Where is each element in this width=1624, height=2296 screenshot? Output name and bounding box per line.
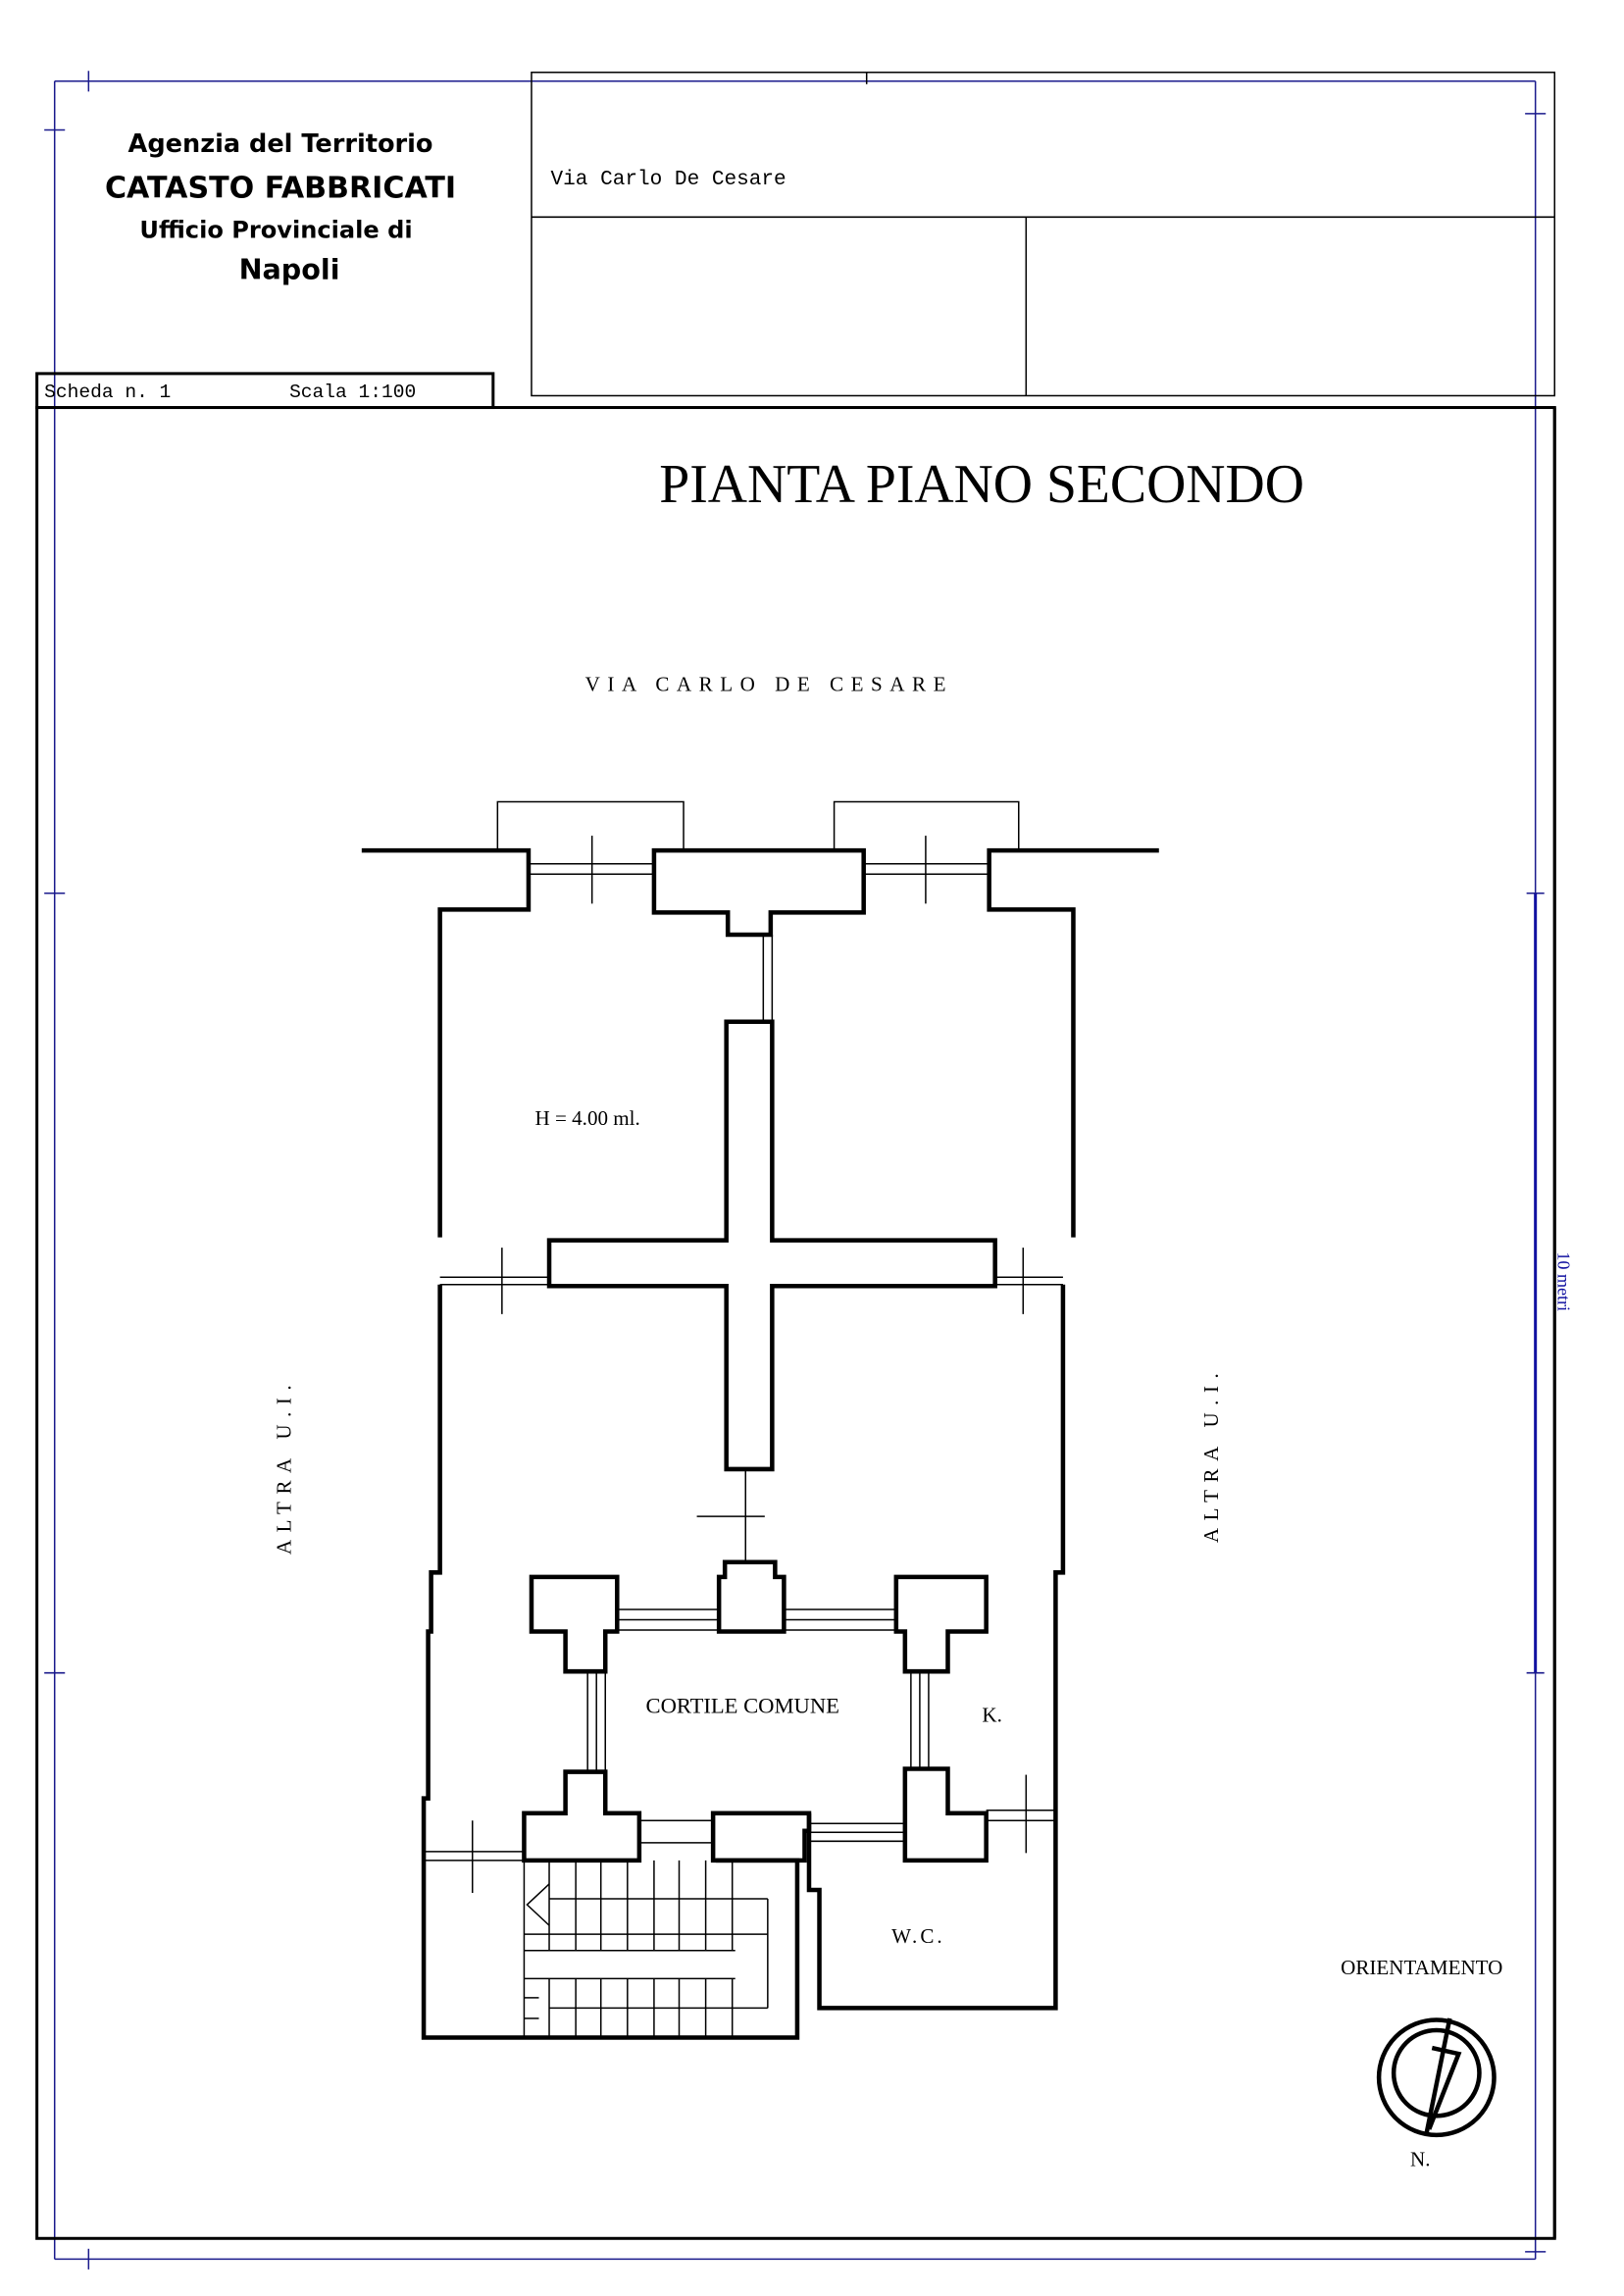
address-box	[531, 72, 1555, 397]
catasto-title: CATASTO FABBRICATI	[105, 172, 456, 206]
staircase	[523, 1860, 769, 2038]
scale-bar	[1526, 893, 1545, 1674]
street-name: VIA CARLO DE CESARE	[585, 673, 953, 696]
courtyard-label: CORTILE COMUNE	[646, 1693, 839, 1717]
scale-label: Scala 1:100	[289, 382, 416, 403]
scheda-number: Scheda n. 1	[44, 382, 171, 403]
city-name: Napoli	[239, 253, 340, 286]
wc-label: W.C.	[891, 1924, 945, 1948]
plan-title: PIANTA PIANO SECONDO	[659, 454, 1304, 515]
address-text: Via Carlo De Cesare	[551, 168, 787, 191]
north-label: N.	[1410, 2148, 1430, 2171]
kitchen-label: K.	[982, 1703, 1001, 1726]
agency-name: Agenzia del Territorio	[128, 129, 433, 159]
office-name: Ufficio Provinciale di	[139, 216, 412, 243]
orientation-label: ORIENTAMENTO	[1341, 1956, 1502, 1979]
scale-bar-label: 10 metri	[1553, 1251, 1573, 1311]
right-neighbor-label: ALTRA U.I.	[1199, 1366, 1223, 1543]
north-arrow-icon	[1376, 2017, 1497, 2138]
left-neighbor-label: ALTRA U.I.	[273, 1378, 296, 1555]
height-label: H = 4.00 ml.	[535, 1106, 640, 1130]
floor-plan	[361, 800, 1159, 2040]
